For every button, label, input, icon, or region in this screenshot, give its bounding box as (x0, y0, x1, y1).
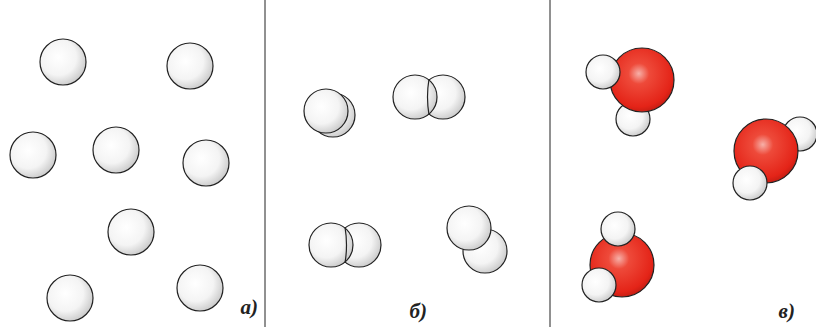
water-molecules (582, 48, 816, 302)
atoms (10, 39, 229, 321)
panel-label: а) (241, 297, 259, 318)
diatomic-molecules (304, 75, 507, 273)
panel-label: в) (779, 301, 795, 322)
panel-label: б) (410, 301, 427, 322)
